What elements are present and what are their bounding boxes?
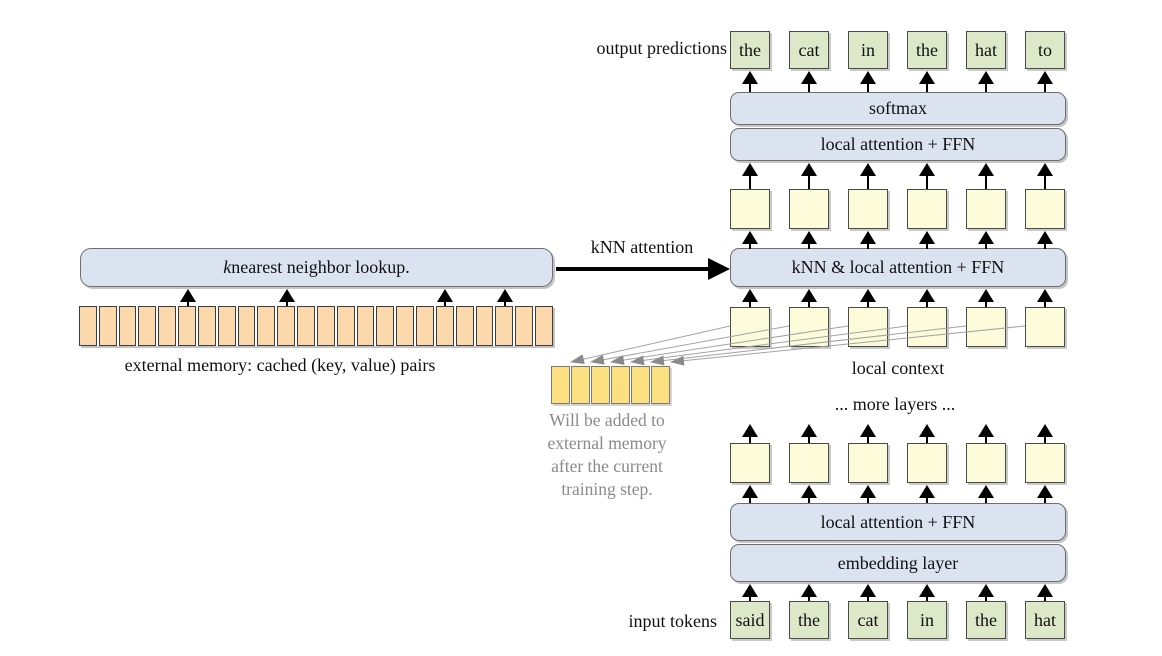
memory-cell <box>178 306 196 346</box>
local-attention-bottom-label: local attention + FFN <box>820 511 976 532</box>
embedding-layer-label: embedding layer <box>837 552 959 573</box>
memory-cell <box>158 306 177 346</box>
memory-cell <box>217 306 236 346</box>
hidden-unit-lower <box>966 443 1006 483</box>
memory-note-line: Will be added to <box>549 410 665 430</box>
input-token: cat <box>848 601 888 639</box>
input-tokens-label: input tokens <box>628 611 718 631</box>
input-token: in <box>907 601 947 639</box>
output-token: cat <box>789 31 829 69</box>
hidden-unit-upper <box>907 189 947 229</box>
local-context-label: local context <box>851 358 945 378</box>
local-context-unit <box>966 307 1006 347</box>
memory-cell <box>356 306 375 346</box>
new-memory-cell <box>611 366 630 404</box>
embedding-layer-box: embedding layer <box>730 544 1066 582</box>
input-token: the <box>789 601 829 639</box>
new-memory-cell <box>551 366 570 404</box>
knn-lookup-label-rest: nearest neighbor lookup. <box>231 257 410 277</box>
more-layers-label: ... more layers ... <box>834 394 956 414</box>
hidden-unit-lower <box>848 443 888 483</box>
local-context-unit <box>848 307 888 347</box>
knn-lookup-box: k nearest neighbor lookup. <box>80 248 553 287</box>
memory-cell <box>316 306 335 346</box>
memory-cell <box>475 306 494 346</box>
memory-cell <box>336 306 355 346</box>
hidden-unit-upper <box>789 189 829 229</box>
local-context-unit <box>730 307 770 347</box>
memory-cell <box>515 306 534 346</box>
memory-cell <box>495 306 514 346</box>
softmax-layer-box: softmax <box>730 92 1066 125</box>
output-token: hat <box>966 31 1006 69</box>
memory-cell <box>237 306 256 346</box>
local-context-unit <box>1025 307 1065 347</box>
input-token: the <box>966 601 1006 639</box>
external-memory-strip <box>79 306 553 346</box>
hidden-unit-lower <box>789 443 829 483</box>
new-memory-cell <box>571 366 590 404</box>
memory-cell <box>376 306 395 346</box>
memory-note: Will be added to external memory after t… <box>526 409 688 501</box>
output-predictions-label: output predictions <box>596 38 727 58</box>
memory-cell <box>277 306 296 346</box>
memory-cell <box>138 306 157 346</box>
memory-cell <box>118 306 137 346</box>
memory-cell <box>257 306 276 346</box>
memory-cell <box>455 306 474 346</box>
hidden-unit-upper <box>848 189 888 229</box>
hidden-unit-upper <box>966 189 1006 229</box>
input-token: said <box>730 601 770 639</box>
memory-cell <box>416 306 434 346</box>
new-memory-cell <box>591 366 610 404</box>
new-memory-cell <box>651 366 670 404</box>
output-token: to <box>1025 31 1065 69</box>
hidden-unit-upper <box>1025 189 1065 229</box>
local-attention-bottom-box: local attention + FFN <box>730 503 1066 541</box>
hidden-unit-lower <box>907 443 947 483</box>
memory-cell <box>535 306 553 346</box>
memory-cell <box>79 306 97 346</box>
local-attention-top-box: local attention + FFN <box>730 128 1066 161</box>
output-token: the <box>730 31 770 69</box>
output-token: in <box>848 31 888 69</box>
memory-cell <box>98 306 117 346</box>
new-memory-cell <box>631 366 650 404</box>
softmax-label: softmax <box>869 98 927 118</box>
local-attention-top-label: local attention + FFN <box>820 134 976 154</box>
local-context-unit <box>789 307 829 347</box>
knn-local-attention-label: kNN & local attention + FFN <box>791 257 1005 277</box>
memory-note-line: after the current <box>551 456 663 476</box>
hidden-unit-upper <box>730 189 770 229</box>
external-memory-caption: external memory: cached (key, value) pai… <box>124 355 436 375</box>
new-memory-cells <box>551 366 670 404</box>
input-token: hat <box>1025 601 1065 639</box>
memory-cell <box>435 306 454 346</box>
hidden-unit-lower <box>730 443 770 483</box>
knn-local-attention-box: kNN & local attention + FFN <box>730 248 1066 287</box>
knn-attention-label: kNN attention <box>590 237 694 257</box>
memory-cell <box>197 306 216 346</box>
memory-note-line: external memory <box>547 433 667 453</box>
memory-cell <box>297 306 315 346</box>
knn-lookup-label-k: k <box>223 257 232 277</box>
output-token: the <box>907 31 947 69</box>
memory-note-line: training step. <box>561 479 653 499</box>
local-context-unit <box>907 307 947 347</box>
hidden-unit-lower <box>1025 443 1065 483</box>
memory-cell <box>396 306 415 346</box>
